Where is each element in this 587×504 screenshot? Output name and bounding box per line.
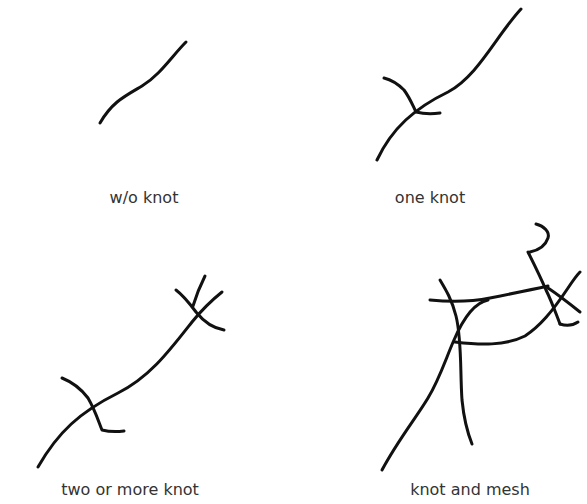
fiber: [440, 280, 472, 444]
fiber: [377, 9, 521, 160]
knot: [176, 290, 224, 330]
knot: [548, 288, 580, 312]
caption-label: knot and mesh: [410, 480, 530, 499]
caption-label: one knot: [395, 188, 465, 207]
caption-label: w/o knot: [110, 188, 179, 207]
plain-fiber: [100, 42, 186, 123]
caption-label: two or more knot: [61, 480, 199, 499]
knot: [560, 322, 578, 325]
knot: [528, 252, 560, 324]
knot: [530, 224, 548, 252]
fiber: [38, 292, 222, 467]
knot: [384, 78, 440, 114]
fiber: [455, 272, 580, 344]
knot: [193, 276, 205, 306]
knot: [62, 378, 124, 432]
